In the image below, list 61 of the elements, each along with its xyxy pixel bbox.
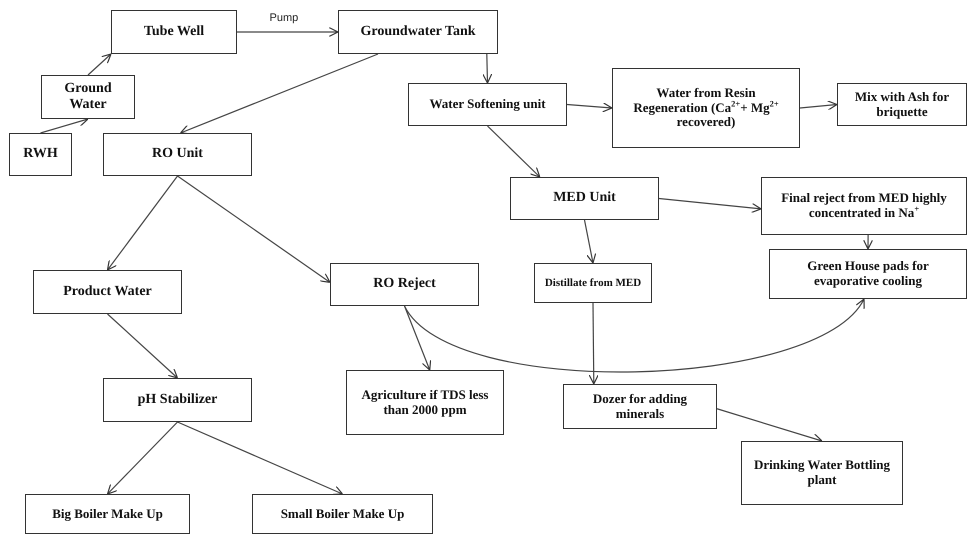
box-label: Tube Well	[144, 24, 204, 40]
process-box	[510, 177, 659, 220]
process-box	[563, 384, 717, 429]
box-label: RWH	[23, 146, 58, 163]
box-label: pH Stabilizer	[138, 392, 218, 408]
arrow	[107, 314, 178, 379]
arrow	[180, 53, 378, 134]
box-label: Agriculture if TDS less than 2000 ppm	[360, 388, 490, 418]
box-label: RO Unit	[152, 146, 203, 163]
box-label: Groundwater Tank	[360, 24, 476, 40]
arrow	[237, 26, 339, 38]
arrow	[106, 176, 178, 271]
box-label: Drinking Water Bottling plant	[752, 458, 892, 488]
process-box	[338, 10, 498, 54]
box-label: Mix with Ash for briquette	[854, 90, 950, 120]
arrow	[40, 116, 89, 134]
arrow	[88, 53, 112, 76]
process-box	[534, 263, 652, 303]
arrow	[404, 298, 865, 372]
process-box	[612, 68, 800, 148]
box-label: Dozer for adding minerals	[592, 392, 688, 422]
box-label: Product Water	[63, 284, 152, 300]
process-box	[741, 441, 903, 505]
arrow	[177, 421, 344, 496]
process-box	[346, 370, 504, 435]
arrow	[588, 303, 599, 385]
process-box	[408, 83, 567, 126]
box-label: Ground Water	[63, 80, 113, 114]
process-box	[761, 177, 967, 235]
arrow	[177, 176, 331, 283]
process-box	[330, 263, 479, 306]
arrow	[584, 220, 596, 264]
box-label: Final reject from MED highly concentrated in Na$^{+}$	[780, 191, 948, 221]
process-box	[33, 270, 182, 314]
box-label: Water Softening unit	[429, 97, 546, 112]
process-box	[41, 75, 135, 119]
arrow	[487, 126, 540, 178]
box-label: Water from Resin Regeneration (Ca$^{2+}$+ Mg$^{2+}$ recovered)	[632, 86, 780, 130]
arrow	[566, 102, 613, 112]
process-box	[103, 133, 252, 176]
arrow	[404, 306, 432, 371]
arrow	[863, 235, 874, 250]
process-box	[252, 494, 433, 534]
process-box	[25, 494, 190, 534]
box-label: Green House pads for evaporative cooling	[806, 259, 930, 289]
arrow	[716, 408, 823, 444]
box-label: Big Boiler Make Up	[52, 506, 163, 522]
edge-label: Pump	[268, 12, 300, 24]
process-box	[103, 378, 252, 422]
process-box	[837, 83, 967, 126]
box-label: MED Unit	[553, 190, 616, 207]
arrow	[106, 422, 178, 495]
box-label: RO Reject	[373, 276, 436, 293]
process-box	[111, 10, 237, 54]
process-box	[769, 249, 967, 299]
box-label: Small Boiler Make Up	[280, 506, 404, 522]
arrow	[658, 198, 762, 214]
arrow	[800, 100, 838, 110]
box-label: Distillate from MED	[544, 276, 642, 290]
arrow	[482, 54, 492, 84]
process-box	[9, 133, 72, 176]
